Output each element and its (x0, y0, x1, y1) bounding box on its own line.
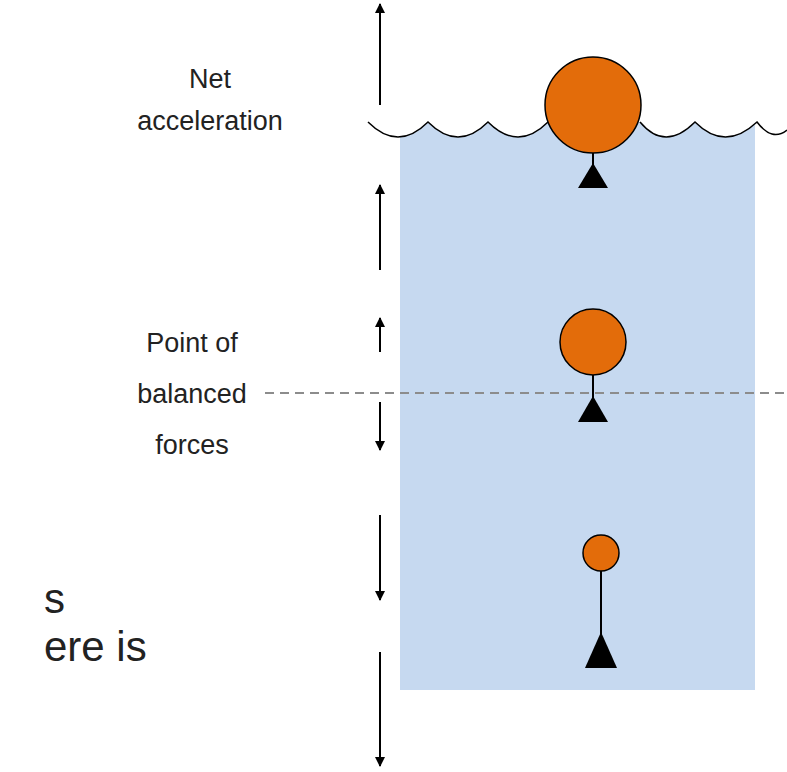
anchor (585, 632, 617, 668)
up-arrow (379, 318, 381, 352)
balloon (583, 535, 619, 571)
balloon (545, 57, 641, 153)
anchor (578, 163, 608, 188)
down-arrow (379, 402, 381, 450)
balance-line (265, 392, 787, 394)
down-arrow (379, 652, 381, 766)
balloon (560, 309, 626, 375)
up-arrow (379, 185, 381, 270)
axis-label: Point of balanced forces (127, 318, 257, 471)
water (400, 122, 755, 690)
tether (600, 571, 602, 636)
down-arrow (379, 515, 381, 600)
slide-text: s (44, 576, 65, 622)
slide-text: ere is (44, 624, 147, 670)
anchor (578, 396, 608, 422)
axis-label: Net acceleration (125, 58, 295, 142)
up-arrow (379, 4, 381, 105)
